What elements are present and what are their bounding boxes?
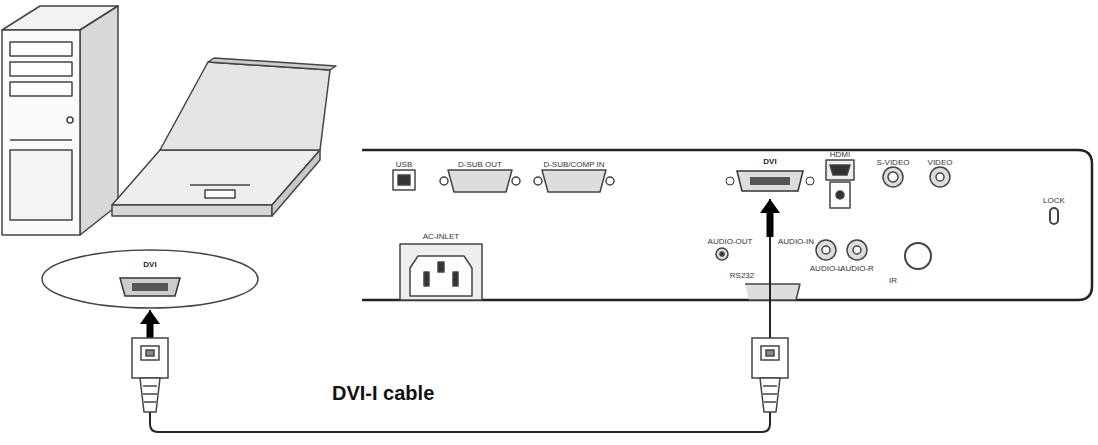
dvi-socket	[120, 278, 180, 296]
port-label: USB	[396, 160, 412, 169]
dvi-socket-pins	[750, 177, 790, 185]
port-inset: DVI	[40, 248, 260, 310]
port-outline	[40, 248, 260, 310]
screw	[726, 177, 734, 185]
port-label: S-VIDEO	[877, 158, 910, 167]
dvi-socket	[737, 171, 803, 191]
arrow-head-shaft	[767, 211, 774, 237]
port-label: VIDEO	[928, 158, 953, 167]
arrow-head	[760, 199, 780, 213]
port-label: HDMI	[830, 150, 850, 159]
port-label: D-SUB/COMP IN	[543, 160, 604, 169]
port-label: D-SUB OUT	[458, 160, 502, 169]
port-label: AUDIO-IN	[778, 237, 814, 246]
cable-connector	[140, 199, 780, 432]
port-name: DVI	[725, 153, 815, 166]
dvi-socket-pins	[132, 283, 168, 291]
inset-ellipse	[42, 250, 258, 308]
cable-label: DVI-I cable	[332, 382, 434, 405]
port-label: AUDIO-L	[810, 264, 842, 273]
port-label: RS232	[730, 271, 754, 280]
screw	[806, 177, 814, 185]
cable-line	[150, 199, 770, 432]
port-label: AUDIO-R	[840, 264, 874, 273]
dvi-port: DVI	[725, 153, 815, 199]
port-label: LOCK	[1043, 196, 1065, 205]
port-label: IR	[889, 276, 897, 285]
port-name: DVI	[40, 248, 260, 269]
port-label: AUDIO-OUT	[708, 237, 753, 246]
port-label: AC-INLET	[423, 232, 459, 241]
arrow-head	[140, 310, 160, 324]
